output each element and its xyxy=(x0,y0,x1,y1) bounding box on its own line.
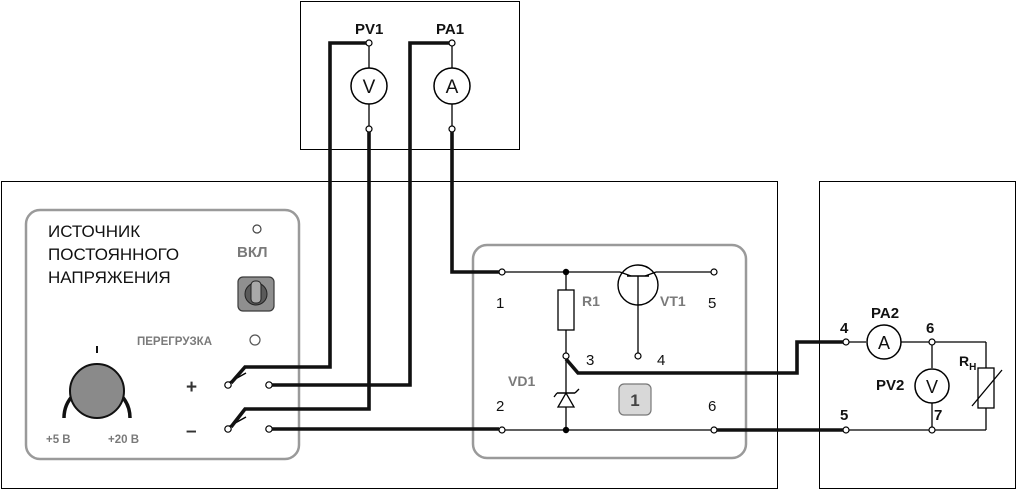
overload-indicator-lamp xyxy=(249,334,261,346)
wire-minus-to-pv1 xyxy=(229,132,371,429)
main-panel-frame xyxy=(1,181,778,489)
wire-plus-to-pa1 xyxy=(272,41,449,387)
terminal-4-label: 4 xyxy=(657,352,665,369)
power-source-block xyxy=(24,208,301,461)
pa1-label: PA1 xyxy=(436,21,464,38)
wire-plus-to-pv1 xyxy=(229,41,366,385)
voltage-adjust-knob[interactable] xyxy=(62,346,132,419)
module-number: 1 xyxy=(630,391,639,410)
pa2-symbol: A xyxy=(878,333,890,353)
terminal-1-label: 1 xyxy=(496,295,504,312)
range-max-label: +20 В xyxy=(108,434,139,446)
pv2-label: PV2 xyxy=(876,377,904,394)
terminal-6-label: 6 xyxy=(708,398,716,415)
module-1-block xyxy=(471,243,748,460)
wire-module3-to-load4 xyxy=(564,340,843,375)
connection-wires xyxy=(229,41,843,432)
terminal-5-label: 5 xyxy=(708,295,716,312)
source-title-line2: ПОСТОЯННОГО xyxy=(48,245,179,264)
pa1-symbol: A xyxy=(446,77,459,98)
module-terminal-1[interactable] xyxy=(498,268,506,276)
terminal-2-label: 2 xyxy=(496,398,504,415)
load-terminal-4-label: 4 xyxy=(840,320,849,337)
range-min-label: +5 В xyxy=(46,434,71,446)
rh-subscript: Н xyxy=(969,362,976,373)
pv1-symbol: V xyxy=(363,77,376,98)
module-terminal-2[interactable] xyxy=(498,426,506,434)
power-indicator-lamp xyxy=(252,224,262,234)
power-toggle-switch[interactable] xyxy=(237,276,275,312)
pv1-label: PV1 xyxy=(355,21,383,38)
source-title-line3: НАПРЯЖЕНИЯ xyxy=(48,268,171,287)
pv1-voltmeter xyxy=(350,39,388,133)
module-terminal-5[interactable] xyxy=(710,268,718,276)
vt1-label: VT1 xyxy=(660,293,686,309)
source-title-line1: ИСТОЧНИК xyxy=(48,222,140,241)
load-terminal-6[interactable] xyxy=(928,338,936,346)
module-number-badge xyxy=(618,383,652,416)
minus-terminal-label: – xyxy=(186,421,197,442)
junction-dot-bottom xyxy=(562,426,570,434)
terminal-3-label: 3 xyxy=(586,352,594,369)
pv2-symbol: V xyxy=(926,377,938,397)
module-terminal-3[interactable] xyxy=(562,352,570,360)
rh-letter: R xyxy=(959,353,969,369)
load-terminal-7[interactable] xyxy=(928,426,936,434)
pa2-label: PA2 xyxy=(871,305,899,322)
plus-terminal-label: + xyxy=(186,377,197,398)
load-terminal-6-label: 6 xyxy=(926,320,934,337)
power-label: ВКЛ xyxy=(237,244,268,261)
wire-pa1-to-module xyxy=(450,132,499,274)
load-terminal-7-label: 7 xyxy=(934,407,942,424)
resistor-r1 xyxy=(557,289,575,331)
transistor-vt1 xyxy=(617,264,659,354)
load-resistor-rh xyxy=(977,367,995,409)
module-terminal-4[interactable] xyxy=(634,352,642,360)
load-terminal-5[interactable] xyxy=(842,426,850,434)
r1-label: R1 xyxy=(582,293,600,309)
load-terminal-4[interactable] xyxy=(842,338,850,346)
load-panel-frame xyxy=(819,181,1016,489)
module-terminal-6[interactable] xyxy=(710,426,718,434)
vd1-label: VD1 xyxy=(508,373,535,389)
rh-label: RН xyxy=(959,353,976,373)
load-terminal-5-label: 5 xyxy=(840,407,848,424)
overload-label: ПЕРЕГРУЗКА xyxy=(137,336,212,348)
